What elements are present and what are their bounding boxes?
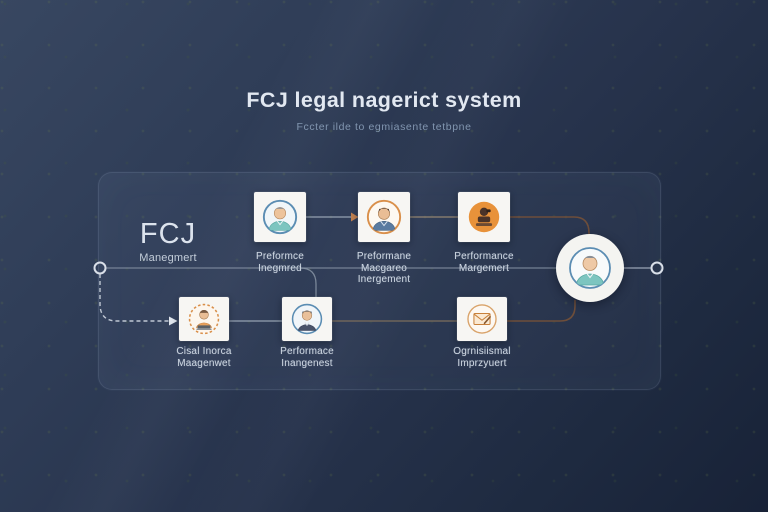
node-bottom-1-label: Cisal Inorca Maagenwet [176,346,232,369]
node-bottom-3-label: Ogrnisiismal Imprzyuert [453,346,511,369]
fcj-management-node: FCJ Manegmert [128,219,208,264]
node-top-2 [358,192,410,242]
page-subtitle: Fccter ilde to egmiasente tetbpne [296,121,472,133]
diagram-header: FCJ legal nagerict system Fccter ilde to… [0,88,768,133]
node-top-1-label: Preformce Inegmred [256,251,304,274]
workstation-orange-icon [468,201,500,233]
node-bottom-1 [179,297,229,341]
node-bottom-3 [457,297,507,341]
fcj-label: FCJ [139,218,197,250]
person-avatar-dark-icon [291,303,323,335]
node-top-2-label: Preformane Macgareo Inergement [356,251,412,285]
person-avatar-blue-icon [262,199,298,235]
fcj-sublabel: Manegmert [139,252,197,264]
node-top-1 [254,192,306,242]
person-avatar-teal-icon [569,247,611,289]
page-title: FCJ legal nagerict system [246,88,522,112]
node-bottom-2-label: Performace Inangenest [280,346,334,369]
person-avatar-orange-icon [366,199,402,235]
node-top-3-label: Performance Margemert [454,251,514,274]
person-laptop-icon [188,303,220,335]
end-node [556,234,624,302]
node-top-3 [458,192,510,242]
node-bottom-2 [282,297,332,341]
envelope-edit-icon [467,304,497,334]
